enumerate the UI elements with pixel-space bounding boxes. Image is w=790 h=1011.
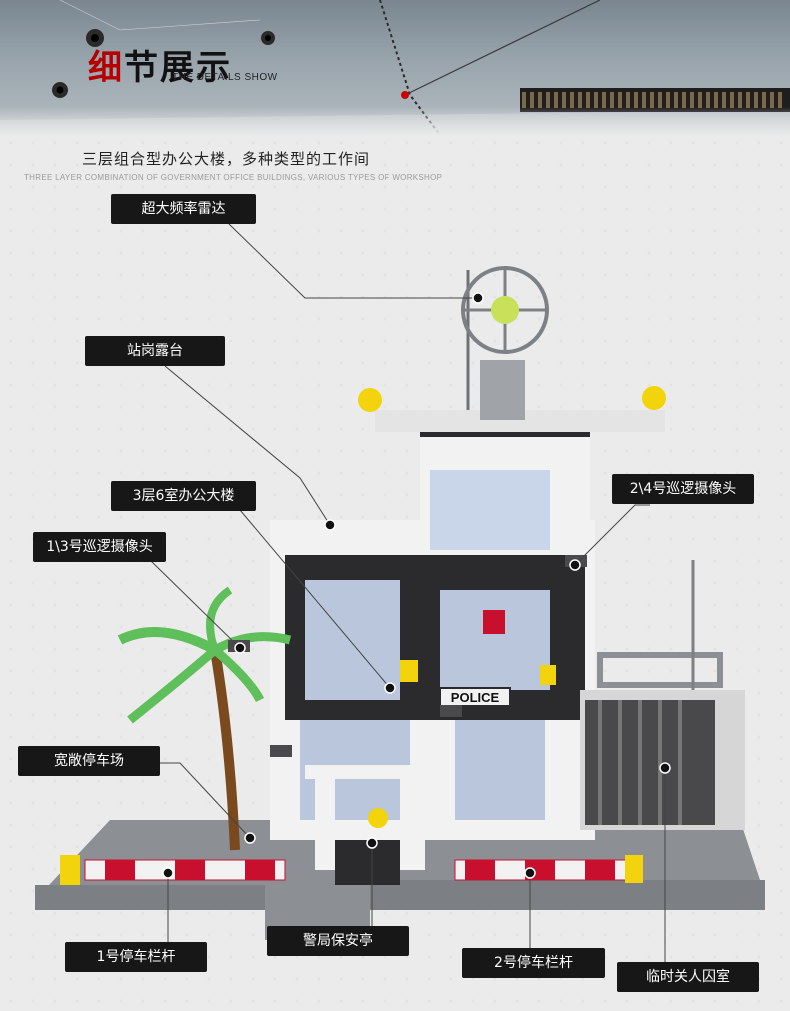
label-parking-lot: 宽敞停车场: [18, 746, 160, 776]
label-office-building: 3层6室办公大楼: [111, 481, 256, 511]
leader-dots: [162, 292, 671, 879]
police-sign: [439, 687, 511, 707]
section-title-rest: 节展示: [124, 48, 232, 88]
label-sentry-terrace: 站岗露台: [85, 336, 225, 366]
section-title-en: THE DETAILS SHOW: [172, 72, 278, 83]
header-fade: [0, 107, 790, 135]
subtitle-en: THREE LAYER COMBINATION OF GOVERNMENT OF…: [24, 173, 443, 182]
parking-barrier-1: [60, 855, 286, 885]
label-camera-2-4: 2\4号巡逻摄像头: [612, 474, 754, 504]
header-banner: 细节展示 THE DETAILS SHOW: [0, 0, 790, 135]
guard-booth: [305, 765, 435, 885]
label-cell: 临时关人囚室: [617, 962, 759, 992]
section-title-accent: 细: [88, 48, 124, 88]
label-guard-booth: 警局保安亭: [267, 926, 409, 956]
red-flag-icon: [483, 610, 505, 634]
label-camera-1-3: 1\3号巡逻摄像头: [33, 532, 166, 562]
parking-barrier-2: [454, 855, 643, 883]
label-barrier-2: 2号停车栏杆: [462, 948, 605, 978]
jail-cell: [580, 560, 745, 830]
bullet-hole-icon: [52, 29, 275, 98]
palm-tree-icon: [117, 586, 292, 851]
radar-dish-icon: [461, 266, 549, 354]
label-barrier-1: 1号停车栏杆: [65, 942, 207, 972]
yellow-light-icon: [358, 386, 714, 723]
label-radar: 超大频率雷达: [111, 194, 256, 224]
police-sign-text: POLICE: [451, 690, 500, 705]
subtitle-cn: 三层组合型办公大楼，多种类型的工作间: [82, 150, 371, 168]
section-title: 细节展示: [88, 40, 232, 89]
